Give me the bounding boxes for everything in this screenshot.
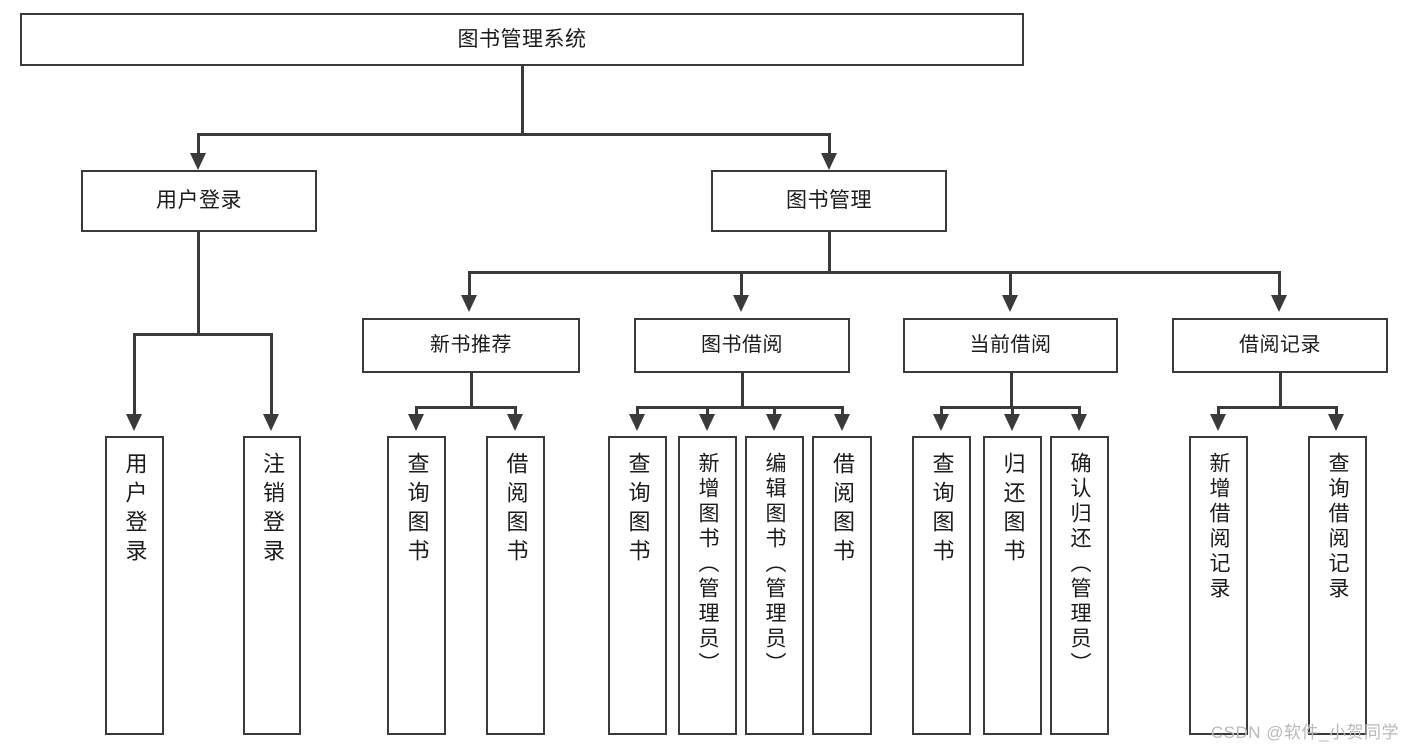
node-leaf-edit-book-label: 编辑图书（管理员） (763, 452, 786, 677)
connector-root-trunk (521, 66, 524, 135)
connector-br-drop-2 (1335, 406, 1338, 418)
connector-cb-trunk (1010, 373, 1013, 408)
node-leaf-borrow-book-2[interactable]: 借阅图书 (812, 436, 872, 735)
node-leaf-edit-book[interactable]: 编辑图书（管理员） (745, 436, 804, 735)
node-leaf-user-login[interactable]: 用户登录 (105, 436, 164, 735)
connector-cb-drop-1 (940, 406, 943, 418)
connector-book-manage-trunk (828, 232, 831, 273)
node-root-system[interactable]: 图书管理系统 (20, 13, 1024, 66)
connector-br-drop-1 (1217, 406, 1220, 418)
node-leaf-return-book-label: 归还图书 (1000, 452, 1026, 568)
node-current-borrow[interactable]: 当前借阅 (903, 318, 1118, 373)
node-leaf-confirm-return-label: 确认归还（管理员） (1068, 452, 1091, 677)
node-leaf-query-book-1-label: 查询图书 (404, 452, 430, 568)
node-leaf-borrow-book-1[interactable]: 借阅图书 (486, 436, 545, 735)
node-leaf-user-login-label: 用户登录 (122, 452, 148, 568)
connector-cb-bus (940, 406, 1080, 409)
arrow-leaf-confirm-return (1071, 414, 1087, 431)
connector-bb-drop-3 (773, 406, 776, 418)
node-leaf-borrow-book-1-label: 借阅图书 (503, 452, 529, 568)
node-book-manage-label: 图书管理 (786, 189, 872, 213)
connector-br-bus (1217, 406, 1338, 409)
connector-bb-trunk (741, 373, 744, 408)
node-leaf-query-book-2[interactable]: 查询图书 (608, 436, 667, 735)
node-leaf-borrow-book-2-label: 借阅图书 (830, 452, 855, 568)
arrow-to-current-borrow (1002, 295, 1018, 312)
connector-bb-drop-2 (706, 406, 709, 418)
node-new-book-recommend[interactable]: 新书推荐 (362, 318, 580, 373)
connector-bb-drop-1 (636, 406, 639, 418)
node-borrow-record[interactable]: 借阅记录 (1172, 318, 1388, 373)
connector-root-bus (197, 133, 831, 136)
node-leaf-add-record[interactable]: 新增借阅记录 (1189, 436, 1248, 735)
node-leaf-query-record-label: 查询借阅记录 (1326, 452, 1349, 602)
node-leaf-add-record-label: 新增借阅记录 (1207, 452, 1230, 602)
connector-bm-drop-3 (1009, 271, 1012, 297)
node-book-borrow-label: 图书借阅 (701, 334, 783, 357)
connector-nbr-drop-2 (514, 406, 517, 418)
connector-to-book-manage (828, 133, 831, 155)
node-user-login-label: 用户登录 (156, 189, 242, 213)
connector-br-trunk (1279, 373, 1282, 408)
connector-nbr-drop-1 (415, 406, 418, 418)
node-leaf-query-book-2-label: 查询图书 (625, 452, 651, 568)
arrow-leaf-borrow-book-2 (834, 414, 850, 431)
arrow-to-book-borrow (733, 295, 749, 312)
node-leaf-return-book[interactable]: 归还图书 (983, 436, 1042, 735)
node-leaf-query-book-3[interactable]: 查询图书 (912, 436, 971, 735)
node-current-borrow-label: 当前借阅 (969, 334, 1052, 357)
connector-book-manage-bus (468, 271, 1280, 274)
node-leaf-add-book[interactable]: 新增图书（管理员） (678, 436, 737, 735)
arrow-leaf-query-record (1328, 414, 1344, 431)
node-root-system-label: 图书管理系统 (457, 27, 587, 51)
connector-nbr-bus (415, 406, 517, 409)
connector-nbr-trunk (470, 373, 473, 408)
connector-user-login-trunk (197, 232, 200, 335)
connector-bb-bus (636, 406, 844, 409)
arrow-leaf-query-book-1 (408, 414, 424, 431)
node-book-borrow[interactable]: 图书借阅 (634, 318, 850, 373)
arrow-leaf-edit-book (766, 414, 782, 431)
csdn-watermark: CSDN @软件_小贺同学 (1210, 723, 1399, 742)
connector-user-login-drop-2 (270, 333, 273, 416)
arrow-leaf-add-book (699, 414, 715, 431)
node-leaf-add-book-label: 新增图书（管理员） (696, 452, 719, 677)
arrow-to-new-book-recommend (461, 295, 477, 312)
arrow-leaf-borrow-book-1 (507, 414, 523, 431)
node-leaf-logout-login-label: 注销登录 (260, 452, 285, 568)
connector-bb-drop-4 (841, 406, 844, 418)
arrow-leaf-query-book-2 (629, 414, 645, 431)
arrow-leaf-query-book-3 (933, 414, 949, 431)
node-leaf-logout-login[interactable]: 注销登录 (243, 436, 301, 735)
connector-bm-drop-2 (740, 271, 743, 297)
arrow-to-book-manage (821, 153, 837, 170)
arrow-leaf-add-record (1210, 414, 1226, 431)
arrow-to-user-login (190, 153, 206, 170)
node-book-manage[interactable]: 图书管理 (711, 170, 947, 232)
node-borrow-record-label: 借阅记录 (1239, 334, 1321, 357)
node-leaf-confirm-return[interactable]: 确认归还（管理员） (1050, 436, 1109, 735)
node-leaf-query-book-1[interactable]: 查询图书 (387, 436, 446, 735)
connector-to-user-login (197, 133, 200, 155)
connector-cb-drop-3 (1078, 406, 1081, 418)
connector-bm-drop-4 (1278, 271, 1281, 297)
arrow-to-borrow-record (1271, 295, 1287, 312)
arrow-leaf-user-login (126, 414, 142, 431)
node-leaf-query-record[interactable]: 查询借阅记录 (1308, 436, 1367, 735)
connector-bm-drop-1 (468, 271, 471, 297)
node-leaf-query-book-3-label: 查询图书 (929, 452, 955, 568)
connector-user-login-bus (133, 333, 273, 336)
connector-user-login-drop-1 (133, 333, 136, 416)
arrow-leaf-logout-login (263, 414, 279, 431)
node-new-book-recommend-label: 新书推荐 (430, 334, 512, 357)
node-user-login[interactable]: 用户登录 (81, 170, 317, 232)
arrow-leaf-return-book (1004, 414, 1020, 431)
connector-cb-drop-2 (1011, 406, 1014, 418)
